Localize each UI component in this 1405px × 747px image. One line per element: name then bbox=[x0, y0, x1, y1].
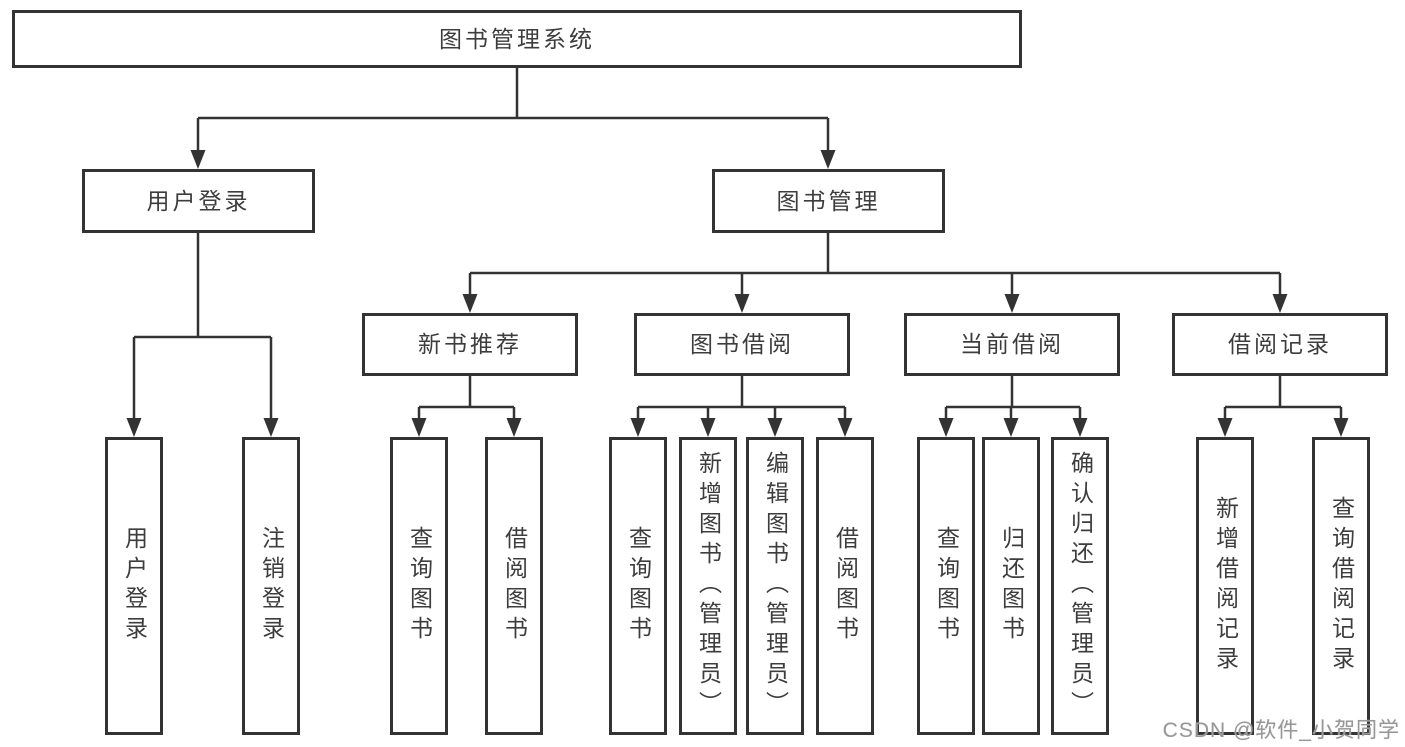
connector-book-management bbox=[468, 233, 1282, 295]
leaf-confirm-return-admin: 确认归还（管理员） bbox=[1051, 437, 1109, 735]
leaf-borrow-books: 借阅图书 bbox=[816, 437, 874, 735]
leaf-edit-books-admin: 编辑图书（管理员） bbox=[746, 437, 804, 735]
node-book-borrow: 图书借阅 bbox=[634, 313, 850, 376]
arrowhead-icon bbox=[734, 294, 750, 313]
csdn-watermark: CSDN @软件_小贺同学 bbox=[1162, 719, 1400, 742]
node-user-login: 用户登录 bbox=[82, 169, 315, 233]
connector-current-borrow bbox=[944, 376, 1082, 419]
arrowhead-icon bbox=[126, 418, 142, 437]
leaf-recommend-borrow-books: 借阅图书 bbox=[485, 437, 543, 735]
arrowhead-icon bbox=[1003, 418, 1019, 437]
leaf-query-borrow-record: 查询借阅记录 bbox=[1312, 437, 1370, 735]
arrowhead-icon bbox=[1333, 418, 1349, 437]
arrowhead-icon bbox=[837, 418, 853, 437]
arrowhead-icon bbox=[506, 418, 522, 437]
node-root-title: 图书管理系统 bbox=[12, 10, 1022, 68]
leaf-add-books-admin: 新增图书（管理员） bbox=[679, 437, 737, 735]
leaf-logout: 注销登录 bbox=[242, 437, 300, 735]
arrowhead-icon bbox=[1072, 418, 1088, 437]
arrowhead-icon bbox=[820, 150, 836, 169]
node-borrow-records: 借阅记录 bbox=[1172, 313, 1388, 376]
connector-user-login bbox=[132, 233, 273, 419]
node-book-management: 图书管理 bbox=[712, 169, 945, 233]
node-new-book-recommend: 新书推荐 bbox=[362, 313, 578, 376]
arrowhead-icon bbox=[767, 418, 783, 437]
arrowhead-icon bbox=[938, 418, 954, 437]
leaf-recommend-query-books: 查询图书 bbox=[390, 437, 448, 735]
arrowhead-icon bbox=[411, 418, 427, 437]
node-current-borrow: 当前借阅 bbox=[904, 313, 1120, 376]
arrowhead-icon bbox=[190, 150, 206, 169]
arrowhead-icon bbox=[263, 418, 279, 437]
leaf-borrow-query-books: 查询图书 bbox=[609, 437, 667, 735]
connector-root bbox=[196, 68, 830, 151]
leaf-user-login: 用户登录 bbox=[105, 437, 163, 735]
leaf-add-borrow-record: 新增借阅记录 bbox=[1196, 437, 1254, 735]
arrowhead-icon bbox=[630, 418, 646, 437]
connector-new-book-recommend bbox=[417, 376, 516, 419]
leaf-return-books: 归还图书 bbox=[982, 437, 1040, 735]
arrowhead-icon bbox=[1217, 418, 1233, 437]
arrowhead-icon bbox=[1004, 294, 1020, 313]
arrowhead-icon bbox=[700, 418, 716, 437]
arrowhead-icon bbox=[462, 294, 478, 313]
connector-book-borrow bbox=[636, 376, 847, 419]
arrowheads bbox=[126, 150, 1349, 437]
arrowhead-icon bbox=[1272, 294, 1288, 313]
leaf-current-query-books: 查询图书 bbox=[917, 437, 975, 735]
connector-borrow-records bbox=[1223, 376, 1343, 419]
